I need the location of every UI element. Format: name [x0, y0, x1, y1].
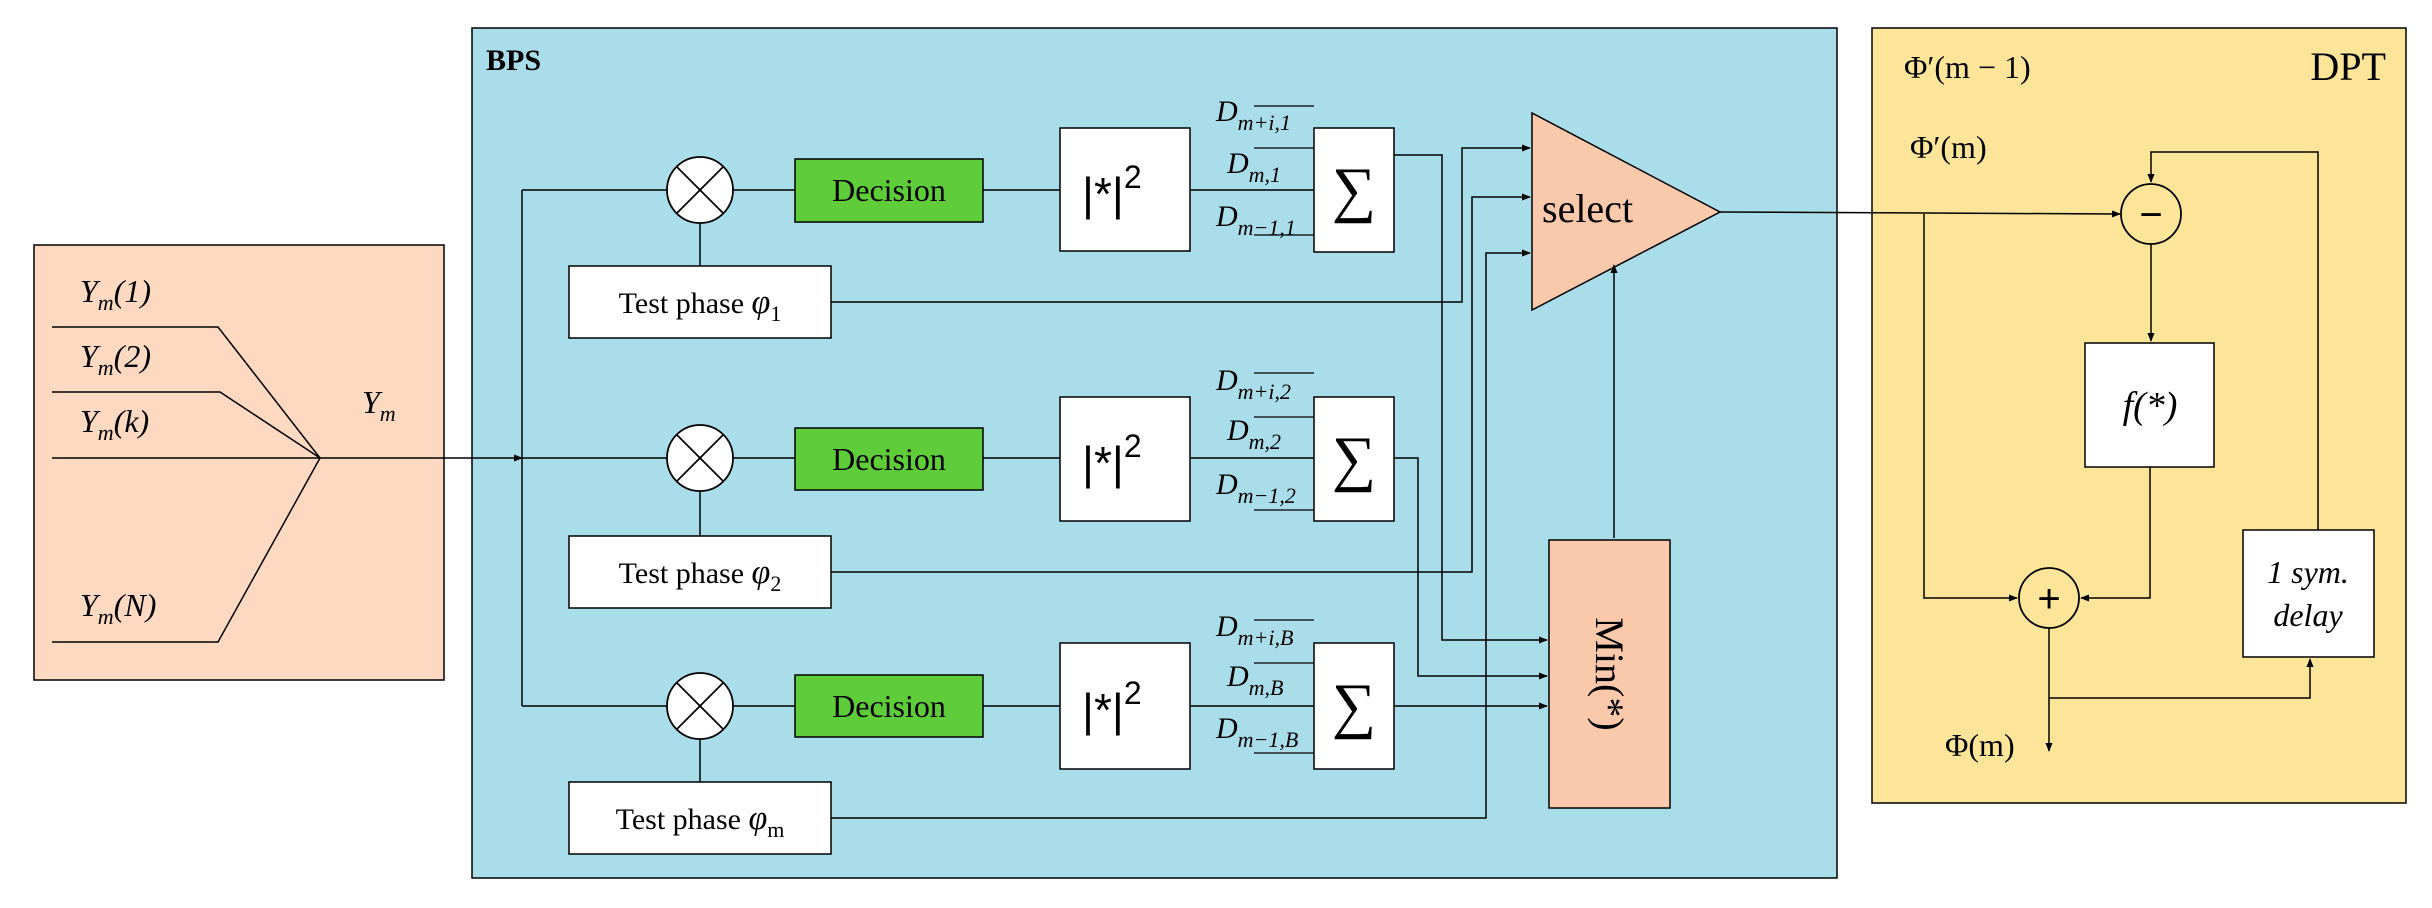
d-label-3c: Dm−1,B — [1215, 712, 1298, 752]
svg-text:Decision: Decision — [832, 172, 946, 208]
svg-text:Test phase φ1: Test phase φ1 — [619, 284, 782, 326]
decision-block-2: Decision — [794, 427, 984, 491]
abs-square-label-2: |*|2 — [1082, 428, 1142, 489]
svg-text:1 sym.: 1 sym. — [2267, 554, 2349, 590]
sum-block-1: ∑ — [1313, 127, 1395, 253]
input-lines — [52, 326, 321, 643]
sum-block-2: ∑ — [1313, 396, 1395, 522]
svg-text:f(*): f(*) — [2123, 385, 2178, 427]
abs-square-label-1: |*|2 — [1082, 159, 1142, 220]
d-label-3b: Dm,B — [1226, 660, 1284, 700]
phi-prev-label: Φ′(m − 1) — [1904, 49, 2031, 85]
svg-text:+: + — [2037, 577, 2060, 621]
multiplier-3 — [666, 672, 734, 740]
input-panel — [33, 244, 445, 681]
svg-text:Decision: Decision — [832, 688, 946, 724]
f-block: f(*) — [2084, 342, 2215, 468]
d-label-1c: Dm−1,1 — [1215, 200, 1296, 240]
svg-text:Min(*): Min(*) — [1587, 617, 1632, 730]
d-label-3a: Dm+i,B — [1215, 610, 1293, 650]
d-label-2b: Dm,2 — [1226, 414, 1281, 454]
min-block: Min(*) — [1548, 539, 1671, 809]
abs-square-block-1: |*|2 — [1059, 127, 1191, 252]
combined-signal-label: Ym — [362, 384, 396, 426]
d-label-1a: Dm+i,1 — [1215, 95, 1291, 135]
decision-block-3: Decision — [794, 674, 984, 738]
svg-text:−: − — [2139, 193, 2162, 237]
input-label-k: Ym(k) — [80, 403, 149, 445]
bps-title: BPS — [486, 44, 541, 77]
d-label-1b: Dm,1 — [1226, 147, 1281, 187]
branch-1 — [522, 105, 1314, 266]
d-label-2c: Dm−1,2 — [1215, 468, 1296, 508]
test-phase-block-2: Test phase φ2 — [568, 535, 832, 609]
svg-text:delay: delay — [2273, 597, 2343, 633]
svg-text:∑: ∑ — [1332, 425, 1376, 493]
select-block: select — [1531, 111, 1722, 312]
input-label-n: Ym(N) — [80, 587, 156, 629]
abs-square-block-3: |*|2 — [1059, 642, 1191, 770]
branch-2 — [522, 372, 1314, 536]
dpt-title: DPT — [2310, 44, 2386, 89]
input-label-1: Ym(1) — [80, 273, 151, 315]
svg-text:∑: ∑ — [1332, 156, 1376, 224]
dpt-routing — [1923, 151, 2319, 752]
subtractor: − — [2120, 183, 2182, 245]
svg-text:Test phase φ2: Test phase φ2 — [619, 554, 782, 596]
bps-routing — [831, 144, 2121, 819]
branch-3 — [522, 619, 1314, 782]
abs-square-label-3: |*|2 — [1082, 675, 1142, 736]
decision-block-1: Decision — [794, 158, 984, 223]
svg-text:select: select — [1542, 186, 1633, 231]
phi-output-label: Φ(m) — [1945, 727, 2015, 763]
test-phase-block-1: Test phase φ1 — [568, 265, 832, 339]
phi-prime-label: Φ′(m) — [1910, 129, 1987, 165]
input-label-2: Ym(2) — [80, 338, 151, 380]
multiplier-1 — [666, 156, 734, 224]
abs-square-block-2: |*|2 — [1059, 396, 1191, 522]
multiplier-2 — [666, 424, 734, 492]
d-label-2a: Dm+i,2 — [1215, 364, 1291, 404]
sum-block-3: ∑ — [1313, 642, 1395, 770]
delay-block: 1 sym. delay — [2242, 529, 2375, 658]
adder: + — [2018, 567, 2080, 629]
svg-text:Test phase φm: Test phase φm — [616, 800, 785, 842]
svg-text:Decision: Decision — [832, 441, 946, 477]
svg-text:∑: ∑ — [1332, 672, 1376, 740]
test-phase-block-3: Test phase φm — [568, 781, 832, 855]
